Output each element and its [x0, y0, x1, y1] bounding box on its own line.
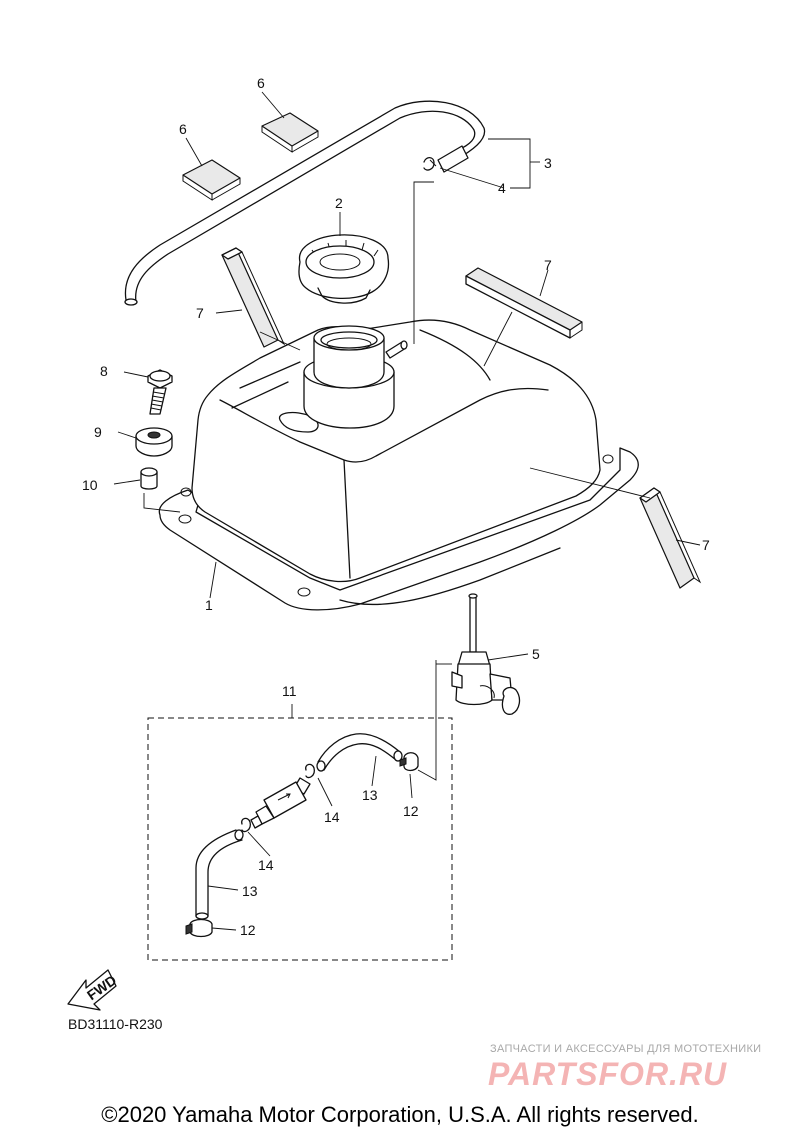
callout-2: 2 — [335, 195, 343, 211]
callout-14-upper: 14 — [324, 809, 340, 825]
fuel-cap — [298, 234, 390, 304]
callout-6-lower: 6 — [179, 121, 187, 137]
callout-7-left: 7 — [196, 305, 204, 321]
callout-4: 4 — [498, 180, 506, 196]
damper-strip-7-top — [465, 267, 583, 339]
damper-pad-6-upper — [261, 112, 319, 153]
hose-clip-4 — [423, 156, 437, 171]
callout-13-upper: 13 — [362, 787, 378, 803]
hose-clip-14-upper — [305, 763, 315, 779]
callout-7-right: 7 — [702, 537, 710, 553]
callout-7-top: 7 — [544, 257, 552, 273]
fuel-hose-13-lower — [195, 829, 244, 920]
assembly-box-11 — [147, 717, 453, 961]
fuel-filter — [250, 777, 311, 829]
damper-strip-7-right — [639, 487, 702, 589]
hose-clamp-12-lower — [185, 918, 213, 938]
callout-6-upper: 6 — [257, 75, 265, 91]
callout-12-lower: 12 — [240, 922, 256, 938]
callout-14-lower: 14 — [258, 857, 274, 873]
callout-5: 5 — [532, 646, 540, 662]
hose-clip-14-lower — [241, 817, 251, 833]
callout-13-lower: 13 — [242, 883, 258, 899]
callout-3: 3 — [544, 155, 552, 171]
fwd-arrow-icon: FWD — [67, 969, 119, 1011]
copyright-notice: ©2020 Yamaha Motor Corporation, U.S.A. A… — [101, 1102, 699, 1127]
fuel-hose-13-upper — [316, 733, 403, 772]
fuel-cock — [451, 593, 521, 715]
fuel-tank — [158, 319, 639, 611]
callout-1: 1 — [205, 597, 213, 613]
hose-clamp-12-upper — [399, 752, 419, 772]
damper-strip-7-left — [221, 247, 286, 348]
callout-11: 11 — [282, 683, 297, 699]
callout-8: 8 — [100, 363, 108, 379]
bolt — [147, 369, 173, 415]
damper-pad-6-lower — [182, 159, 241, 201]
callout-10: 10 — [82, 477, 98, 493]
watermark-tagline: ЗАПЧАСТИ И АКСЕССУАРЫ ДЛЯ МОТОТЕХНИКИ — [490, 1043, 762, 1055]
callout-9: 9 — [94, 424, 102, 440]
reference-code: BD31110-R230 — [68, 1016, 163, 1032]
collar — [140, 467, 158, 490]
breather-hose — [124, 100, 486, 306]
callout-12-upper: 12 — [403, 803, 419, 819]
watermark-logo: PARTSFOR.RU — [488, 1056, 728, 1092]
grommet — [135, 427, 173, 457]
